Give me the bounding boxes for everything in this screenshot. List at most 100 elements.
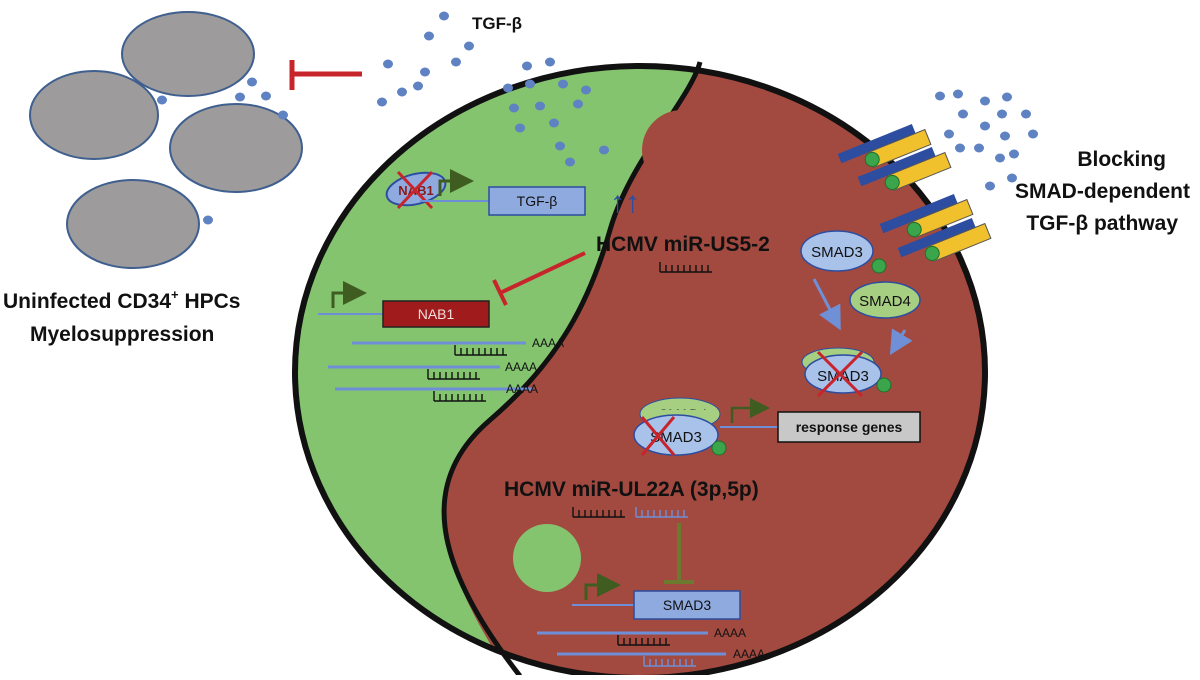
tgf-beta-molecule [261, 91, 271, 101]
tgf-beta-molecule [935, 91, 945, 101]
smad4-mid [849, 281, 921, 319]
cross-mark [640, 416, 676, 456]
tgf-beta-molecule [1028, 129, 1038, 139]
hpc-cell-group [29, 11, 303, 269]
tgf-beta-molecule [439, 11, 449, 21]
signal-arrow [812, 278, 841, 331]
tgf-beta-molecule [974, 143, 984, 153]
mir-us5-2-label: HCMV miR-US5-2 [596, 233, 770, 256]
upregulation-arrows: ↑↑ [610, 186, 640, 219]
nab1-gene-label: NAB1 [418, 306, 455, 322]
tgf-beta-molecule [581, 85, 591, 95]
tgf-beta-molecule [565, 157, 575, 167]
tgf-beta-molecule [203, 215, 213, 225]
smad3-mrna: AAAA [557, 647, 765, 667]
tgf-beta-molecule [944, 129, 954, 139]
tgf-beta-molecule [535, 101, 545, 111]
tgf-beta-molecule [955, 143, 965, 153]
tgf-beta-label-top: TGF-β [472, 14, 522, 33]
nab1-mrna: AAAA [328, 360, 537, 380]
right-caption-line3: TGF-β pathway [1026, 212, 1178, 235]
red-nucleus-dot [642, 110, 722, 190]
mirna-symbol-blue [635, 507, 688, 518]
receptor [837, 124, 932, 169]
infected-cell [292, 61, 988, 680]
transcription-start-arrow [438, 169, 474, 196]
smad-complex-crossed: SMAD3 [801, 347, 892, 398]
mirna-symbol [427, 369, 480, 380]
tgf-beta-molecule [413, 81, 423, 91]
mirna-symbol [617, 635, 670, 646]
tgf-beta-molecules [157, 11, 1038, 225]
tgf-beta-molecule [235, 92, 245, 102]
tgf-beta-molecule [985, 181, 995, 191]
cross-mark [396, 170, 434, 210]
inhibition-mir-ul22a-to-smad3 [664, 523, 694, 584]
tgf-beta-molecule [545, 57, 555, 67]
green-nucleus-dot [513, 524, 581, 592]
tgf-beta-molecule [980, 121, 990, 131]
transcription-start-arrow [584, 573, 621, 600]
tgf-beta-molecule [997, 109, 1007, 119]
poly-a-tail: AAAA [532, 336, 564, 350]
mirna-symbol-blue [643, 656, 696, 667]
phosphate-group [876, 377, 892, 393]
tgf-beta-molecule [599, 145, 609, 155]
transcription-start-arrow [331, 281, 367, 308]
tgf-beta-molecule [383, 59, 393, 69]
tgf-beta-molecule [1000, 131, 1010, 141]
smad-complex-center: SMAD4 SMAD3 [633, 397, 727, 456]
tgf-beta-molecule [980, 96, 990, 106]
smad4-partial-label: SMAD4 [659, 406, 707, 422]
poly-a-tail: AAAA [505, 360, 537, 374]
tgf-beta-molecule [558, 79, 568, 89]
tgf-beta-molecule [424, 31, 434, 41]
tgf-beta-molecule [157, 95, 167, 105]
smad3-mrna: AAAA [537, 626, 746, 646]
hpc-cell [121, 11, 255, 97]
tgf-beta-molecule [515, 123, 525, 133]
smad3-gene-box [633, 590, 741, 620]
receptor [897, 218, 992, 263]
tgf-beta-molecule [549, 118, 559, 128]
transcription-start-arrow [730, 398, 770, 423]
tgf-beta-molecule [573, 99, 583, 109]
tgf-beta-molecule [958, 109, 968, 119]
tgf-beta-molecule [397, 87, 407, 97]
right-caption-line1: Blocking [1077, 148, 1166, 171]
mirna-symbol [433, 391, 486, 402]
nab1-gene-box [382, 300, 490, 328]
mirna-symbol [659, 262, 712, 273]
right-caption-line2: SMAD-dependent [1015, 180, 1190, 203]
tgf-beta-molecule [522, 61, 532, 71]
tgf-beta-molecule [1021, 109, 1031, 119]
tgf-beta-molecule [995, 153, 1005, 163]
poly-a-tail: AAAA [506, 382, 538, 396]
tgf-beta-molecule [278, 110, 288, 120]
inhibition-symbol-left [289, 60, 362, 90]
hpc-cell [66, 179, 200, 269]
tgf-beta-receptor-complex [837, 124, 992, 263]
signal-arrow [889, 328, 913, 356]
tgf-beta-molecule [525, 79, 535, 89]
tgf-beta-molecule [953, 89, 963, 99]
tgf-beta-molecule [503, 83, 513, 93]
left-caption-line1: Uninfected CD34 [3, 290, 171, 313]
left-caption: Uninfected CD34+ HPCs [3, 287, 240, 313]
hpc-cell [29, 70, 159, 160]
tgf-beta-molecule [377, 97, 387, 107]
tgf-beta-molecule [1009, 149, 1019, 159]
smad3-upper-label: SMAD3 [811, 244, 863, 261]
left-caption-line2: Myelosuppression [30, 323, 214, 346]
inhibition-mir-us5-to-nab1 [492, 251, 586, 306]
poly-a-tail: AAAA [714, 626, 746, 640]
mirna-symbol [454, 345, 507, 356]
smad3-gene-label: SMAD3 [663, 597, 711, 613]
mirna-symbol [572, 507, 625, 518]
left-caption-superscript: + [171, 287, 179, 302]
tgf-beta-molecule [451, 57, 461, 67]
nab1-mrna: AAAA [352, 336, 564, 356]
hpc-cell [169, 103, 303, 193]
cross-mark [816, 350, 864, 398]
